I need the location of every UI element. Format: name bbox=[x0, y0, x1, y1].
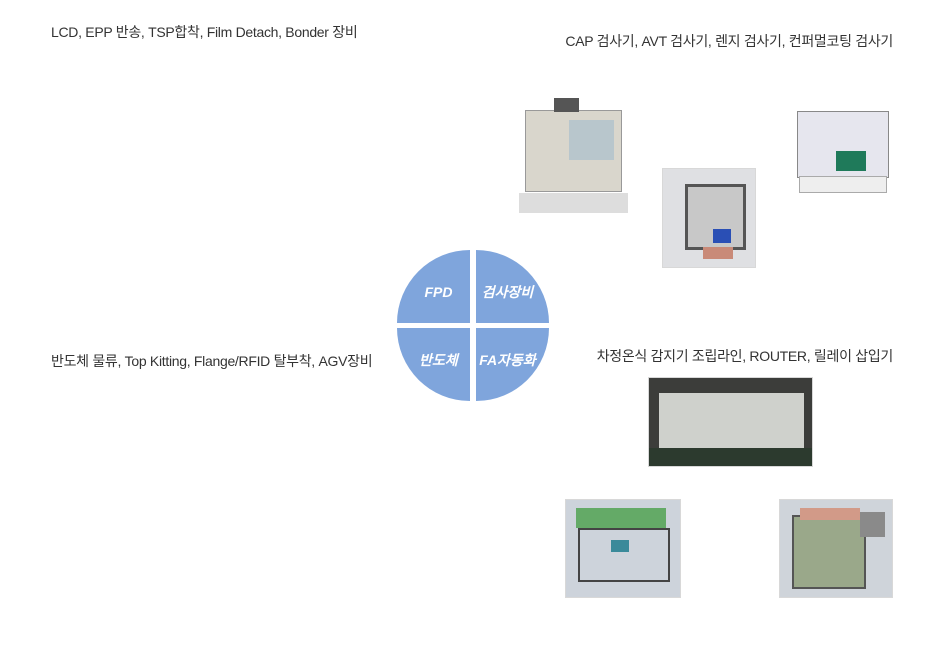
equipment-image-fpd-1 bbox=[519, 88, 628, 213]
quadrant-fa-automation[interactable]: FA자동화 bbox=[476, 328, 549, 401]
equipment-image-fa-line bbox=[648, 377, 813, 467]
quadrant-fpd[interactable]: FPD bbox=[397, 250, 470, 323]
equipment-image-fa-2 bbox=[779, 499, 893, 598]
caption-fpd: LCD, EPP 반송, TSP합착, Film Detach, Bonder … bbox=[51, 24, 358, 40]
quadrant-inspection[interactable]: 검사장비 bbox=[476, 250, 549, 323]
equipment-image-inspection-1 bbox=[662, 168, 756, 268]
caption-fa-automation: 차정온식 감지기 조립라인, ROUTER, 릴레이 삽입기 bbox=[596, 348, 894, 364]
quadrant-label: 검사장비 bbox=[481, 283, 534, 300]
equipment-image-inspection-2 bbox=[791, 86, 893, 208]
caption-inspection: CAP 검사기, AVT 검사기, 렌지 검사기, 컨퍼멀코팅 검사기 bbox=[565, 33, 893, 49]
quadrant-label: 반도체 bbox=[419, 351, 458, 368]
quadrant-label: FPD bbox=[424, 283, 453, 300]
quadrant-label: FA자동화 bbox=[479, 351, 536, 368]
equipment-image-fa-1 bbox=[565, 499, 681, 598]
quadrant-semiconductor[interactable]: 반도체 bbox=[397, 328, 470, 401]
caption-semiconductor: 반도체 물류, Top Kitting, Flange/RFID 탈부착, AG… bbox=[51, 353, 373, 369]
